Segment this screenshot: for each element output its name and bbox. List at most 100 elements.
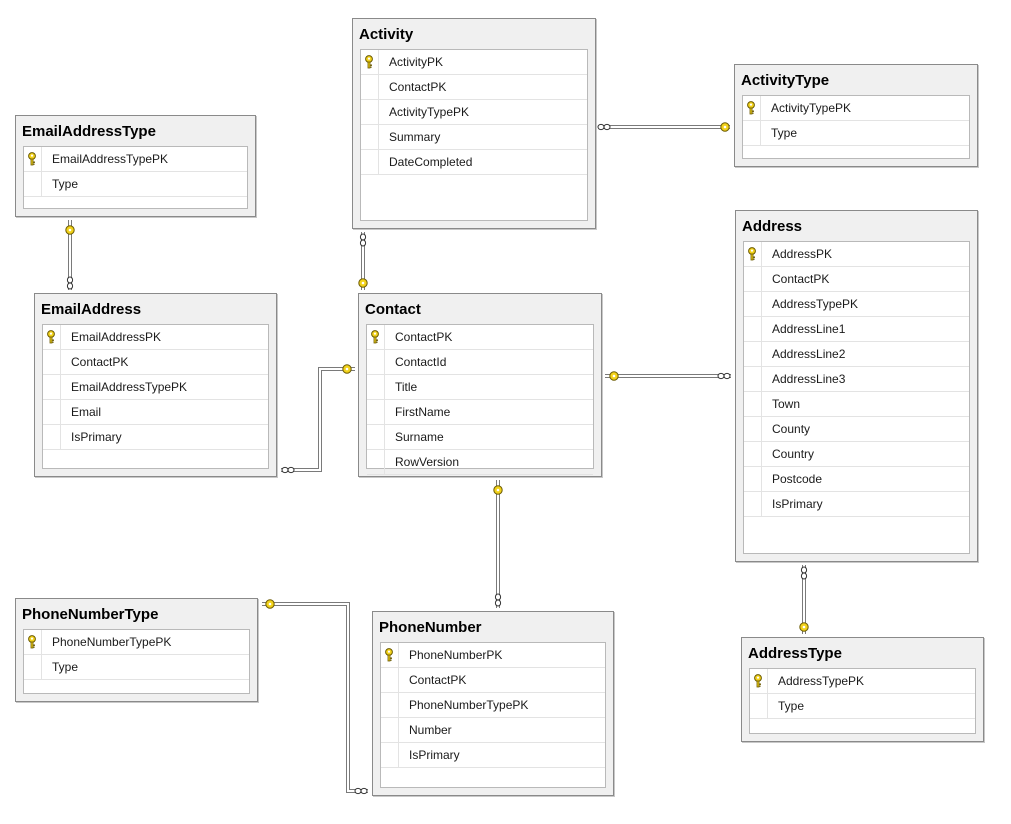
relationship-line-outer [281, 367, 355, 472]
column-name: EmailAddressPK [71, 330, 162, 344]
column-row[interactable]: AddressLine2 [744, 342, 969, 367]
relationship-phonenumber-phonenumbertype[interactable] [262, 599, 368, 795]
column-name: ContactPK [772, 272, 830, 286]
table-title: ActivityType [741, 72, 830, 89]
row-gutter [744, 317, 762, 341]
relationship-activity-contact[interactable] [358, 232, 368, 290]
primary-key-row[interactable]: EmailAddressPK [43, 325, 268, 350]
column-row[interactable]: IsPrimary [381, 743, 605, 768]
column-name: IsPrimary [409, 748, 460, 762]
row-gutter [24, 630, 42, 654]
relationship-line-inner [262, 603, 368, 792]
column-row[interactable]: IsPrimary [43, 425, 268, 450]
primary-key-row[interactable]: EmailAddressTypePK [24, 147, 247, 172]
column-row[interactable]: AddressTypePK [744, 292, 969, 317]
column-row[interactable]: EmailAddressTypePK [43, 375, 268, 400]
row-gutter [744, 467, 762, 491]
column-row[interactable]: ContactId [367, 350, 593, 375]
column-row[interactable]: Postcode [744, 467, 969, 492]
column-row[interactable]: Type [24, 172, 247, 197]
relationship-emailaddress-emailaddresstype[interactable] [65, 220, 75, 290]
row-gutter [381, 668, 399, 692]
column-row[interactable]: ContactPK [43, 350, 268, 375]
column-name: AddressTypePK [778, 674, 865, 688]
column-row[interactable]: RowVersion [367, 450, 593, 475]
table-title: EmailAddressType [22, 123, 156, 140]
one-end-key-icon [358, 278, 368, 288]
primary-key-row[interactable]: ActivityPK [361, 50, 587, 75]
row-gutter [381, 718, 399, 742]
column-row[interactable]: Type [743, 121, 969, 146]
column-row[interactable]: ContactPK [744, 267, 969, 292]
column-row[interactable]: PhoneNumberTypePK [381, 693, 605, 718]
column-row[interactable]: Country [744, 442, 969, 467]
column-name: PhoneNumberTypePK [409, 698, 529, 712]
column-row[interactable]: Town [744, 392, 969, 417]
relationship-emailaddress-contact[interactable] [281, 364, 355, 474]
many-end-infinity-icon [66, 276, 74, 290]
column-name: Number [409, 723, 452, 737]
column-row[interactable]: Email [43, 400, 268, 425]
row-gutter [381, 743, 399, 767]
one-end-key-icon [493, 485, 503, 495]
column-name: Email [71, 405, 102, 419]
table-title: Address [742, 218, 803, 235]
column-row[interactable]: Summary [361, 125, 587, 150]
many-end-infinity-icon [359, 233, 367, 247]
column-name: County [772, 422, 811, 436]
primary-key-icon [365, 55, 373, 69]
column-row[interactable]: Type [750, 694, 975, 719]
many-end-infinity-icon [717, 372, 731, 380]
primary-key-row[interactable]: PhoneNumberPK [381, 643, 605, 668]
column-row[interactable]: ContactPK [361, 75, 587, 100]
column-row[interactable]: Number [381, 718, 605, 743]
column-row[interactable]: ContactPK [381, 668, 605, 693]
relationship-activity-activitytype[interactable] [597, 122, 730, 132]
table-title: AddressType [748, 645, 842, 662]
relationship-phonenumber-contact[interactable] [493, 480, 503, 608]
column-name: ActivityTypePK [771, 101, 852, 115]
column-row[interactable]: ActivityTypePK [361, 100, 587, 125]
row-gutter [744, 492, 762, 516]
relationship-line-inner [281, 368, 355, 471]
primary-key-row[interactable]: PhoneNumberTypePK [24, 630, 249, 655]
many-end-infinity-icon [494, 593, 502, 607]
primary-key-row[interactable]: AddressPK [744, 242, 969, 267]
column-row[interactable]: Surname [367, 425, 593, 450]
column-row[interactable]: Type [24, 655, 249, 680]
column-name: Surname [395, 430, 444, 444]
column-row[interactable]: AddressLine1 [744, 317, 969, 342]
primary-key-row[interactable]: ActivityTypePK [743, 96, 969, 121]
column-name: FirstName [395, 405, 451, 419]
column-name: ActivityTypePK [389, 105, 470, 119]
column-name: Summary [389, 130, 441, 144]
column-name: ContactPK [409, 673, 467, 687]
column-row[interactable]: IsPrimary [744, 492, 969, 517]
primary-key-row[interactable]: AddressTypePK [750, 669, 975, 694]
column-name: PhoneNumberTypePK [52, 635, 172, 649]
column-name: IsPrimary [772, 497, 823, 511]
column-name: Title [395, 380, 418, 394]
column-name: EmailAddressTypePK [71, 380, 188, 394]
column-row[interactable]: Title [367, 375, 593, 400]
primary-key-row[interactable]: ContactPK [367, 325, 593, 350]
column-row[interactable]: DateCompleted [361, 150, 587, 175]
column-row[interactable]: AddressLine3 [744, 367, 969, 392]
relationship-address-contact[interactable] [605, 371, 731, 381]
column-name: AddressLine1 [772, 322, 846, 336]
relationship-address-addresstype[interactable] [799, 565, 809, 634]
column-row[interactable]: FirstName [367, 400, 593, 425]
table-title: PhoneNumberType [22, 606, 159, 623]
row-gutter [750, 669, 768, 693]
row-gutter [744, 392, 762, 416]
column-row[interactable]: County [744, 417, 969, 442]
